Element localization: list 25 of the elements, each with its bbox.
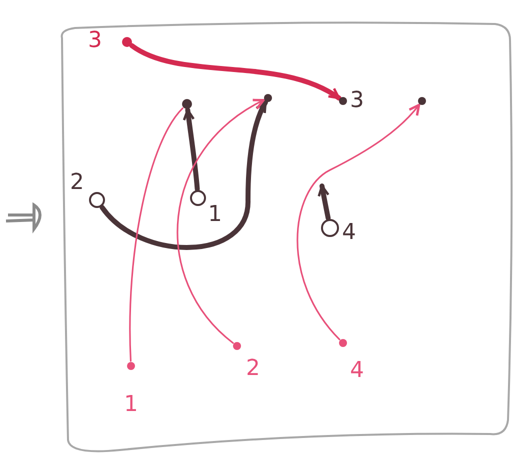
arrow (296, 104, 420, 340)
number-label: 1 (124, 394, 138, 416)
hollow-circle (321, 219, 339, 237)
arrow (100, 100, 268, 250)
point-dot (264, 94, 272, 102)
number-label: 1 (208, 204, 222, 226)
hollow-circle (190, 190, 206, 206)
arrow (129, 43, 342, 101)
point-dot (127, 362, 135, 370)
arrow (176, 98, 265, 344)
number-label: 4 (350, 360, 364, 382)
point-dot (339, 339, 347, 347)
number-label: 2 (70, 172, 84, 194)
arrow (182, 107, 200, 192)
number-label: 2 (246, 358, 260, 380)
point-dot (122, 37, 132, 47)
number-label: 3 (350, 90, 364, 112)
hollow-circle (89, 192, 105, 208)
point-dot (182, 99, 192, 109)
number-label: 3 (88, 30, 102, 52)
point-dot (233, 342, 241, 350)
number-label: 4 (342, 222, 356, 244)
arrow (318, 184, 331, 221)
point-dot (418, 97, 426, 105)
point-dot (339, 97, 347, 105)
